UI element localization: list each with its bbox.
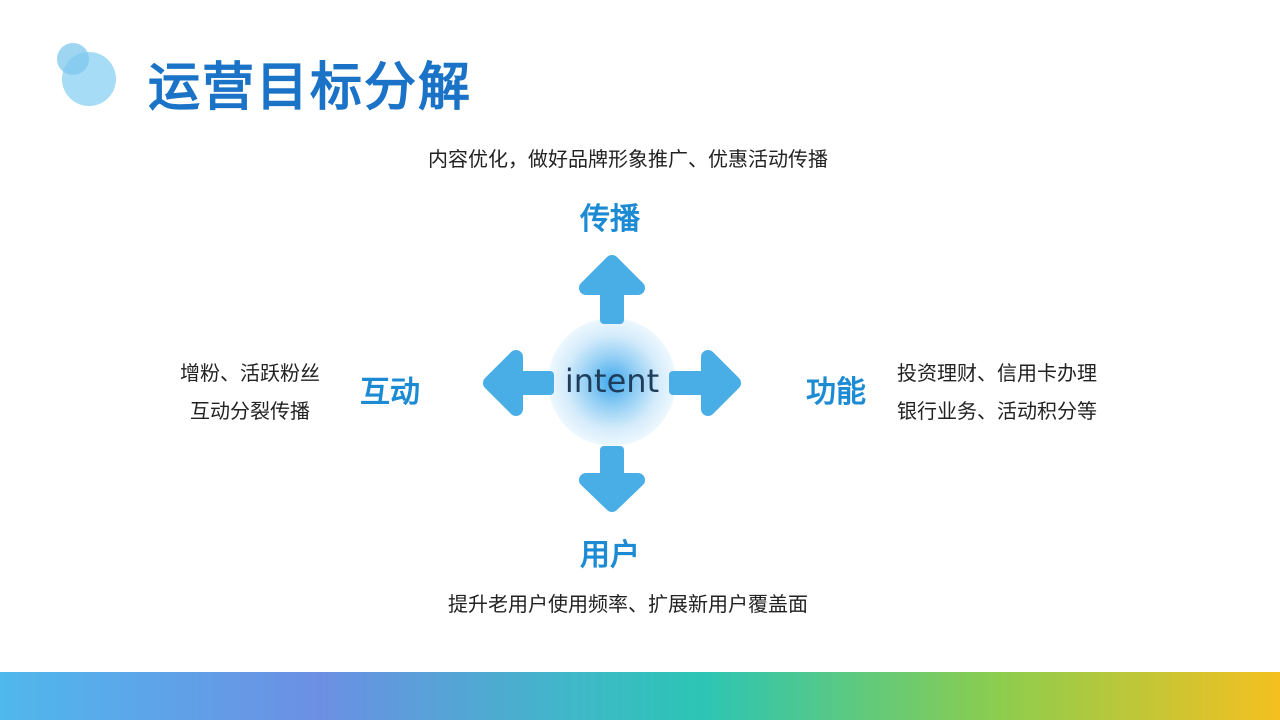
left-description: 增粉、活跃粉丝 互动分裂传播 [140,354,360,430]
right-description: 投资理财、信用卡办理 银行业务、活动积分等 [897,354,1097,430]
top-description: 内容优化，做好品牌形象推广、优惠活动传播 [428,147,828,171]
bottom-gradient-bar [0,672,1280,720]
label-function: 功能 [806,375,866,410]
right-description-line-1: 投资理财、信用卡办理 [897,361,1097,385]
arrow-down-icon [579,446,645,512]
left-description-line-1: 增粉、活跃粉丝 [180,361,320,385]
bottom-description: 提升老用户使用频率、扩展新用户覆盖面 [448,592,808,616]
page-title: 运营目标分解 [148,58,473,118]
label-users: 用户 [580,538,640,573]
arrow-up-icon [579,255,645,324]
center-glow [548,318,676,446]
label-interaction: 互动 [360,375,420,410]
right-description-line-2: 银行业务、活动积分等 [897,399,1097,423]
arrow-right-icon [669,350,741,416]
arrow-left-icon [483,350,554,416]
left-description-line-2: 互动分裂传播 [190,399,310,423]
label-spread: 传播 [580,202,640,237]
decor-circle-small [57,43,89,75]
center-label: intent [564,362,660,400]
